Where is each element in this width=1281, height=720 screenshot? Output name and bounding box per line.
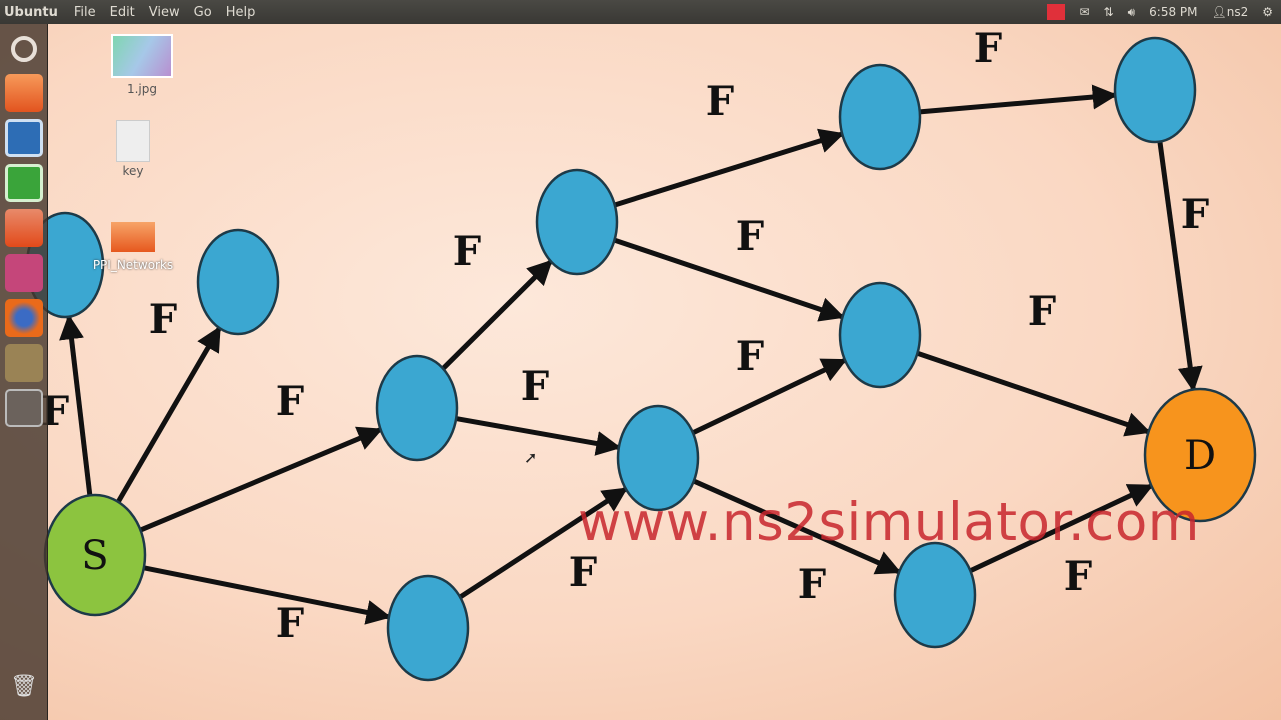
edge-A-H <box>455 416 622 456</box>
edge-label: F <box>521 363 549 410</box>
edge-S-I <box>143 565 392 625</box>
desktop-icon-1jpg[interactable]: 1.jpg <box>97 34 187 96</box>
menu-help[interactable]: Help <box>225 4 256 20</box>
node <box>838 281 922 389</box>
image-thumbnail-icon <box>111 34 173 78</box>
desktop-icon-ppi-networks[interactable]: PPI_Networks <box>88 222 178 272</box>
desktop-icon-label: PPI_Networks <box>92 258 174 272</box>
node <box>616 404 700 512</box>
edge-B-C <box>614 128 845 208</box>
node <box>535 168 619 276</box>
destination-label: D <box>1184 433 1216 479</box>
app-icon[interactable] <box>5 254 43 292</box>
edge-label: F <box>569 549 597 596</box>
edge-I-H <box>458 486 628 600</box>
edge-H-G <box>691 357 848 436</box>
edge-label: F <box>276 600 304 647</box>
user-menu[interactable]: 👤︎ns2 <box>1211 5 1249 19</box>
node <box>1113 36 1197 144</box>
node <box>375 354 459 462</box>
edge-label: F <box>736 333 764 380</box>
menu-file[interactable]: File <box>73 4 96 20</box>
desktop <box>0 24 1281 720</box>
power-gear-icon[interactable]: ⚙ <box>1262 5 1273 19</box>
menu-go[interactable]: Go <box>193 4 212 20</box>
calc-icon[interactable] <box>5 164 43 202</box>
desktop-icon-label: key <box>122 164 144 178</box>
desktop-icon-key[interactable]: key <box>88 120 178 178</box>
edge-S-L1 <box>59 314 93 496</box>
writer-icon[interactable] <box>5 119 43 157</box>
edge-label: F <box>1064 553 1092 600</box>
watermark: www.ns2simulator.com <box>578 492 1200 553</box>
edge-S-N1 <box>116 325 222 504</box>
edge-E-D <box>1157 141 1203 392</box>
edge-label: F <box>1181 191 1209 238</box>
source-label: S <box>81 533 108 579</box>
edge-label: F <box>453 228 481 275</box>
edge-label: F <box>736 213 764 260</box>
node <box>838 63 922 171</box>
edge-G-D <box>916 350 1151 437</box>
user-icon: 👤︎ <box>1211 5 1227 19</box>
gimp-icon[interactable] <box>5 344 43 382</box>
trash-icon[interactable]: 🗑︎ <box>10 674 38 699</box>
mail-icon[interactable]: ✉ <box>1079 5 1090 19</box>
destination-node <box>1143 387 1257 523</box>
edge-label: F <box>1028 288 1056 335</box>
edge-J-D <box>969 483 1154 573</box>
edge-B-G <box>613 237 845 322</box>
edge-label: F <box>149 296 177 343</box>
edge-H-J <box>692 478 902 575</box>
record-indicator-icon[interactable] <box>1047 4 1066 20</box>
firefox-icon[interactable] <box>5 299 43 337</box>
folder-icon <box>111 222 155 252</box>
menu-edit[interactable]: Edit <box>109 4 135 20</box>
node <box>893 541 977 649</box>
edge-C-E <box>919 84 1118 115</box>
clock[interactable]: 6:58 PM <box>1149 5 1198 19</box>
top-panel: Ubuntu File Edit View Go Help ✉ ⇅ 🔊︎ 6:5… <box>0 0 1281 24</box>
edge-label: F <box>706 78 734 125</box>
menu-view[interactable]: View <box>148 4 180 20</box>
network-icon[interactable]: ⇅ <box>1103 5 1114 19</box>
workspace-icon[interactable] <box>5 389 43 427</box>
files-icon[interactable] <box>5 74 43 112</box>
app-title: Ubuntu <box>4 4 58 20</box>
edge-S-A <box>139 426 383 533</box>
volume-icon[interactable]: 🔊︎ <box>1127 4 1136 19</box>
node <box>196 228 280 336</box>
launcher: 🗑︎ <box>0 24 48 720</box>
edge-A-B <box>441 259 553 371</box>
edge-label: F <box>974 25 1002 72</box>
edge-label: F <box>798 561 826 608</box>
software-center-icon[interactable] <box>5 209 43 247</box>
edge-label: F <box>276 378 304 425</box>
node <box>386 574 470 682</box>
desktop-icon-label: 1.jpg <box>126 82 158 96</box>
text-file-icon <box>116 120 150 162</box>
dash-icon[interactable] <box>11 36 37 62</box>
mouse-cursor-icon: ➚ <box>524 448 538 467</box>
